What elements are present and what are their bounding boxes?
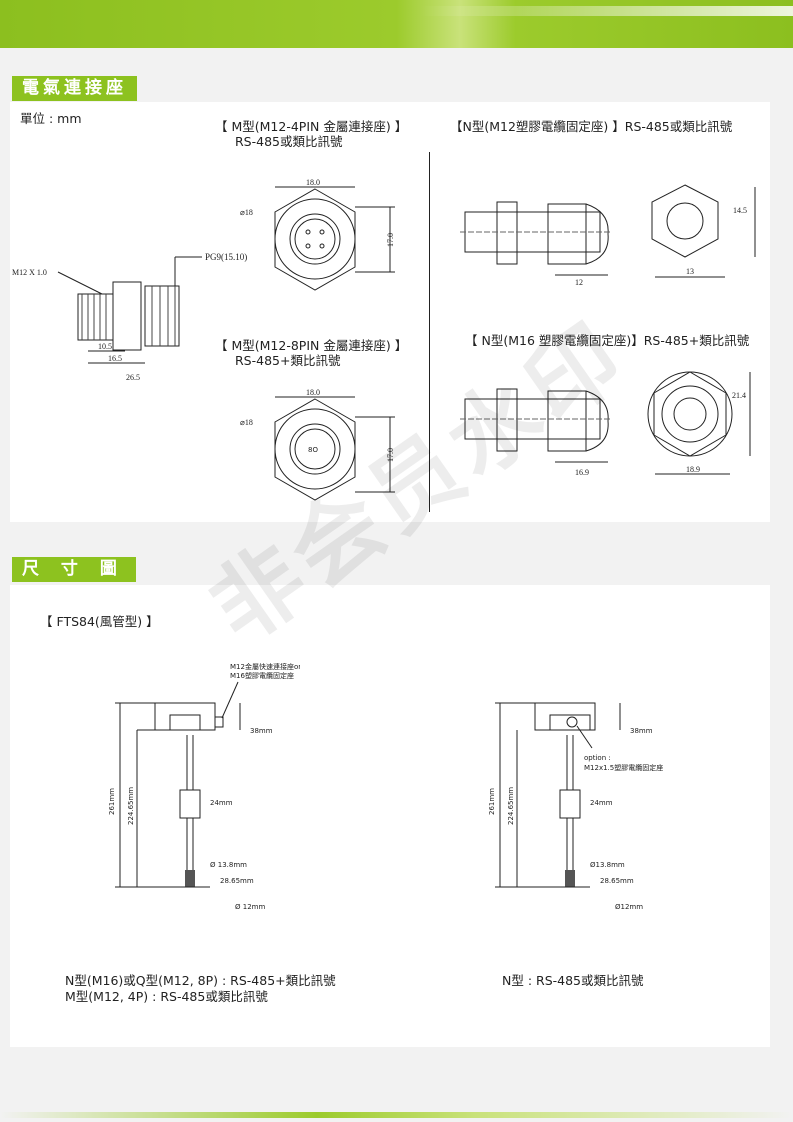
- caption-left-2: M型(M12, 4P) : RS-485或類比訊號: [65, 989, 268, 1004]
- header-bar: [0, 0, 793, 48]
- right-probe-drawing: 261mm 224.65mm 38mm 24mm Ø13.8mm 28.65mm…: [488, 702, 663, 911]
- dim-26-5: 26.5: [126, 373, 140, 382]
- svg-text:8O: 8O: [308, 446, 318, 454]
- m4-title: 【 M型(M12-4PIN 金屬連接座) 】: [215, 119, 408, 134]
- m4-subtitle: RS-485或類比訊號: [235, 134, 343, 149]
- caption-left-1: N型(M16)或Q型(M12, 8P) : RS-485+類比訊號: [65, 973, 336, 988]
- left-note-1: M12金屬快速連接座or: [230, 662, 300, 671]
- n12-title: 【N型(M12塑膠電纜固定座) 】RS-485或類比訊號: [450, 119, 733, 134]
- caption-right: N型 : RS-485或類比訊號: [502, 973, 644, 988]
- right-dim-12: Ø12mm: [615, 903, 643, 911]
- dim-16-5: 16.5: [108, 354, 122, 363]
- left-dim-24: 24mm: [210, 799, 233, 807]
- m8-height: 17.0: [386, 448, 395, 462]
- n12-width: 13: [686, 267, 694, 276]
- thread-label: M12 X 1.0: [12, 268, 47, 277]
- n16-drawing: 16.9 18.9 21.4: [460, 371, 751, 477]
- right-dim-28-65: 28.65mm: [600, 877, 634, 885]
- n16-length: 16.9: [575, 468, 589, 477]
- left-dim-12: Ø 12mm: [235, 903, 265, 911]
- left-height-224: 224.65mm: [127, 787, 135, 825]
- m8-diameter: ⌀18: [240, 418, 253, 427]
- m8-width: 18.0: [306, 388, 320, 397]
- dim-10-5: 10.5: [98, 342, 112, 351]
- left-height-261: 261mm: [108, 788, 116, 815]
- n16-title: 【 N型(M16 塑膠電纜固定座)】RS-485+類比訊號: [465, 333, 750, 348]
- left-note-2: M16塑膠電纜固定座: [230, 671, 294, 680]
- dimensions-panel: 【 FTS84(風管型) 】 261mm 224.65mm 38mm 24mm …: [10, 585, 770, 1047]
- n12-height: 14.5: [733, 206, 747, 215]
- right-dim-38: 38mm: [630, 727, 653, 735]
- side-view-drawing: M12 X 1.0 PG9(15.10) 10.5 16.5: [12, 252, 247, 364]
- left-dim-28-65: 28.65mm: [220, 877, 254, 885]
- m8-subtitle: RS-485+類比訊號: [235, 353, 341, 368]
- right-note-2: M12x1.5塑膠電纜固定座: [584, 763, 663, 772]
- footer-bar: [0, 1112, 793, 1118]
- left-dim-13-8: Ø 13.8mm: [210, 861, 247, 869]
- model-title: 【 FTS84(風管型) 】: [40, 614, 159, 629]
- right-dim-24: 24mm: [590, 799, 613, 807]
- m4-diameter: ⌀18: [240, 208, 253, 217]
- unit-label: 單位 : mm: [20, 111, 82, 126]
- pg-label: PG9(15.10): [205, 252, 247, 262]
- connectors-panel: 單位 : mm 【 M型(M12-4PIN 金屬連接座) 】 RS-485或類比…: [10, 102, 770, 522]
- right-height-224: 224.65mm: [507, 787, 515, 825]
- n16-height: 21.4: [732, 391, 746, 400]
- right-note-1: option :: [584, 754, 611, 762]
- n12-drawing: 12 13 14.5: [460, 184, 756, 287]
- m4-width: 18.0: [306, 178, 320, 187]
- n12-length: 12: [575, 278, 583, 287]
- divider: [429, 152, 430, 512]
- m4-front-drawing: 18.0 17.0 ⌀18: [240, 178, 395, 291]
- section-title-connectors: 電氣連接座: [12, 76, 137, 101]
- right-height-261: 261mm: [488, 788, 496, 815]
- left-probe-drawing: 261mm 224.65mm 38mm 24mm Ø 13.8mm 28.65m…: [108, 662, 300, 911]
- m4-height: 17.0: [386, 233, 395, 247]
- left-dim-38: 38mm: [250, 727, 273, 735]
- right-dim-13-8: Ø13.8mm: [590, 861, 625, 869]
- section-title-dimensions: 尺 寸 圖: [12, 557, 136, 582]
- m8-title: 【 M型(M12-8PIN 金屬連接座) 】: [215, 338, 408, 353]
- n16-width: 18.9: [686, 465, 700, 474]
- m8-front-drawing: 18.0 8O 17.0 ⌀18: [240, 388, 395, 501]
